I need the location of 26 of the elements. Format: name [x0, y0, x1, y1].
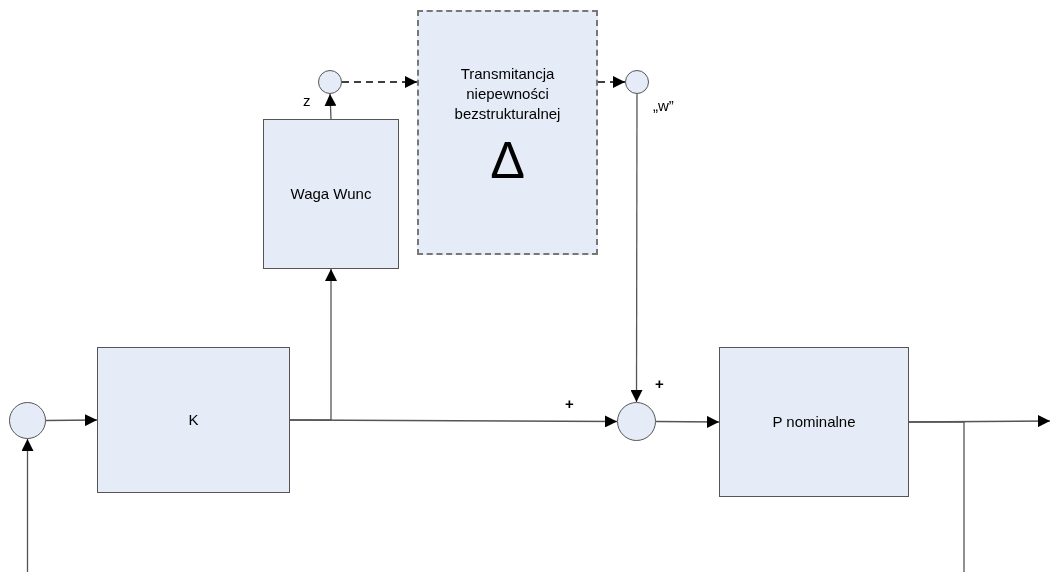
- block-label: P nominalne: [772, 412, 856, 432]
- arrow: [289, 268, 337, 421]
- block-label: K: [188, 410, 199, 430]
- arrow: [324, 93, 337, 120]
- signal-label: „w”: [653, 97, 674, 114]
- arrow: [21, 438, 34, 572]
- signal-label: z: [303, 92, 311, 109]
- signal-point-circle: [625, 70, 649, 94]
- arrow: [341, 76, 418, 88]
- signal-line: [908, 421, 965, 572]
- arrow: [630, 93, 643, 403]
- uncertainty-block: [417, 10, 598, 255]
- delta-symbol: Δ: [490, 130, 525, 190]
- sign-label: +: [565, 395, 574, 412]
- arrow: [655, 415, 720, 428]
- signal-point-circle: [318, 70, 342, 94]
- arrow: [597, 76, 626, 88]
- summing-junction: [9, 402, 46, 439]
- process-block: [263, 119, 399, 269]
- block-label: Waga Wunc: [290, 184, 372, 204]
- summing-junction: [617, 402, 656, 441]
- block-label: Transmitancja niepewności bezstrukturalnej: [453, 64, 562, 124]
- process-block: [97, 347, 290, 493]
- process-block: [719, 347, 909, 497]
- arrow: [45, 414, 98, 427]
- sign-label: +: [655, 375, 664, 392]
